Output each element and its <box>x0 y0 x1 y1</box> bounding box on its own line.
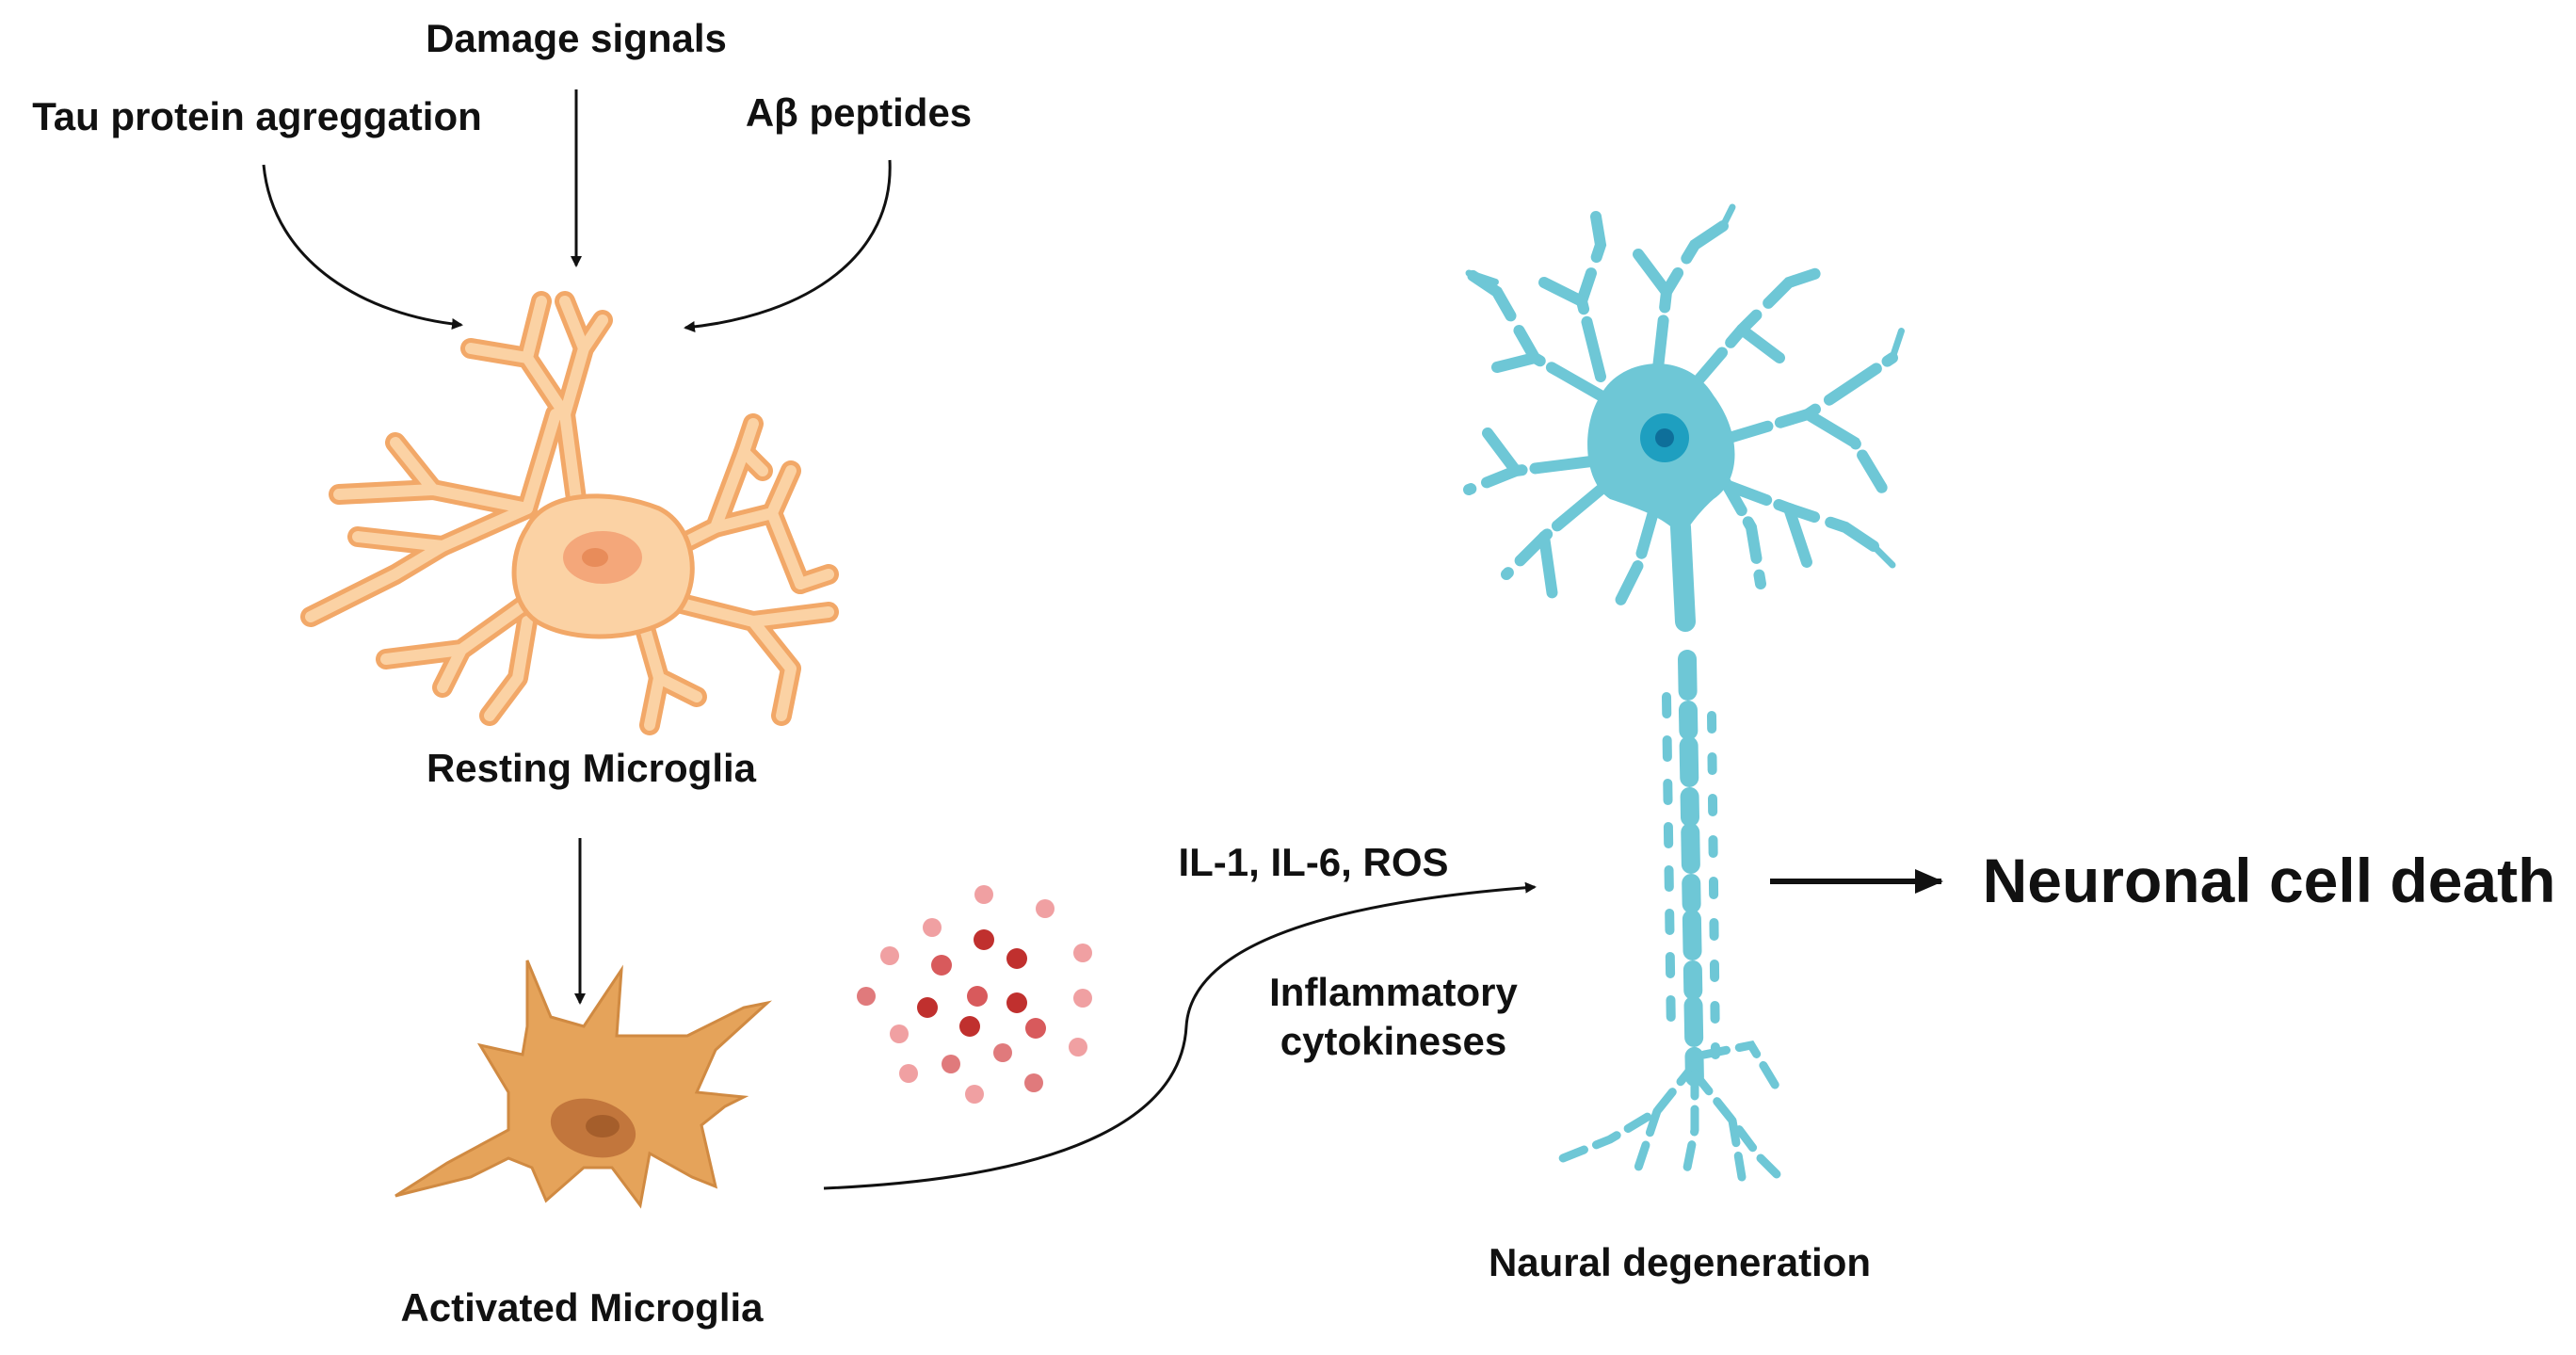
neural-degeneration-label: Naural degeneration <box>1489 1240 1871 1284</box>
degenerating-neuron <box>1463 203 1906 1182</box>
cytokine-list-label: IL-1, IL-6, ROS <box>1178 840 1448 884</box>
activated-microglia-cell <box>394 960 773 1209</box>
tau-arrow <box>262 164 463 330</box>
abeta-peptides-label: Aβ peptides <box>746 90 972 135</box>
activated-microglia-label: Activated Microglia <box>400 1285 764 1330</box>
damage-signals-label: Damage signals <box>426 16 727 60</box>
cytokine-release-arrow <box>823 881 1537 1190</box>
inflammatory-label-line2: cytokineses <box>1280 1019 1506 1063</box>
cytokine-dots <box>857 885 1092 1104</box>
resting-microglia-label: Resting Microglia <box>427 746 757 790</box>
neuronal-cell-death-label: Neuronal cell death <box>1983 846 2556 915</box>
inflammatory-label-line1: Inflammatory <box>1269 970 1518 1014</box>
tau-protein-label: Tau protein agreggation <box>32 94 482 138</box>
abeta-arrow <box>684 159 892 332</box>
